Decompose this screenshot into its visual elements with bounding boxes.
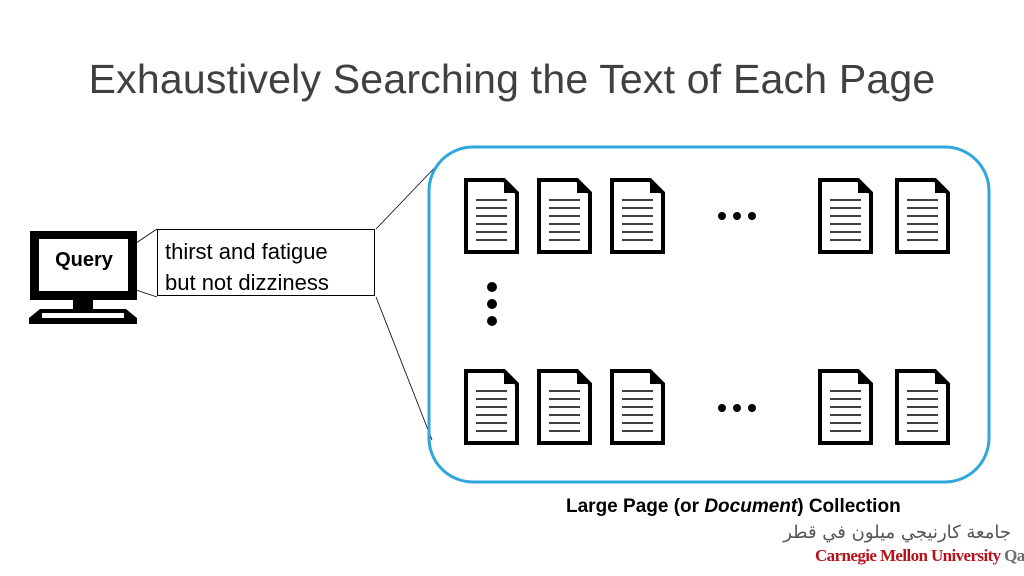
university-logo: جامعة كارنيجي ميلون في قطر Carnegie Mell… bbox=[783, 522, 1024, 570]
horizontal-ellipsis-bottom bbox=[718, 404, 756, 412]
document-page-icon bbox=[464, 369, 519, 445]
collection-container bbox=[427, 145, 991, 484]
horizontal-ellipsis-top bbox=[718, 212, 756, 220]
document-page-icon bbox=[610, 178, 665, 254]
slide-title: Exhaustively Searching the Text of Each … bbox=[88, 56, 936, 102]
document-page-icon bbox=[464, 178, 519, 254]
document-page-icon bbox=[610, 369, 665, 445]
query-label: Query bbox=[55, 249, 113, 271]
query-text-line-2: but not dizziness bbox=[165, 270, 329, 295]
logo-name-primary: Carnegie Mellon University bbox=[815, 546, 1001, 565]
logo-arabic-text: جامعة كارنيجي ميلون في قطر bbox=[783, 522, 1011, 543]
document-page-icon bbox=[818, 369, 873, 445]
collection-caption: Large Page (or Document) Collection bbox=[566, 496, 901, 518]
connector-bottom-left bbox=[135, 289, 158, 298]
caption-suffix: ) Collection bbox=[797, 496, 901, 517]
document-page-icon bbox=[895, 178, 950, 254]
caption-emphasis: Document bbox=[704, 496, 798, 517]
connector-top-right bbox=[375, 159, 443, 230]
query-text-box: thirst and fatigue but not dizziness bbox=[157, 229, 375, 296]
document-grid bbox=[464, 178, 950, 445]
query-text-line-1: thirst and fatigue bbox=[165, 239, 328, 264]
connector-bottom-right bbox=[375, 296, 433, 441]
connector-top-left bbox=[135, 228, 158, 244]
document-page-icon bbox=[818, 178, 873, 254]
computer-monitor-icon bbox=[29, 231, 137, 324]
document-page-icon bbox=[895, 369, 950, 445]
document-page-icon bbox=[537, 369, 592, 445]
document-page-icon bbox=[537, 178, 592, 254]
logo-latin-text: Carnegie Mellon University Qatar bbox=[815, 546, 1024, 566]
caption-prefix: Large Page (or bbox=[566, 496, 705, 517]
vertical-ellipsis-icon bbox=[487, 282, 497, 326]
logo-name-secondary: Qatar bbox=[1004, 546, 1024, 565]
